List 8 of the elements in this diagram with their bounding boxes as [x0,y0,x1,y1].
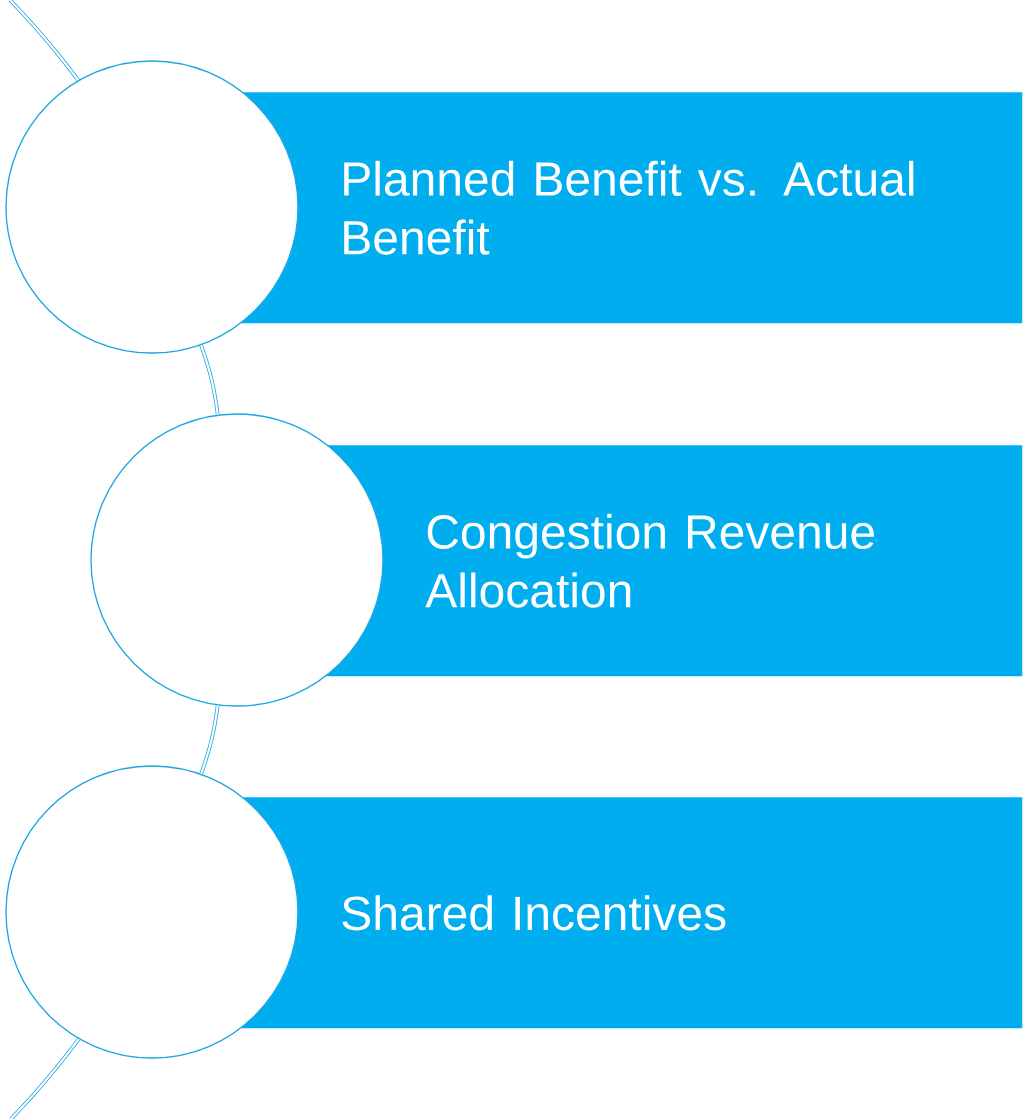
arc-line [199,344,220,415]
circle [5,60,299,354]
circle [90,413,384,707]
label-bar: Congestion Revenue Allocation [325,445,1023,677]
label-bar: Planned Benefit vs. Actual Benefit [240,92,1023,324]
arc-line [199,705,220,775]
label-bar: Shared Incentives [240,797,1023,1029]
circle [5,765,299,1059]
